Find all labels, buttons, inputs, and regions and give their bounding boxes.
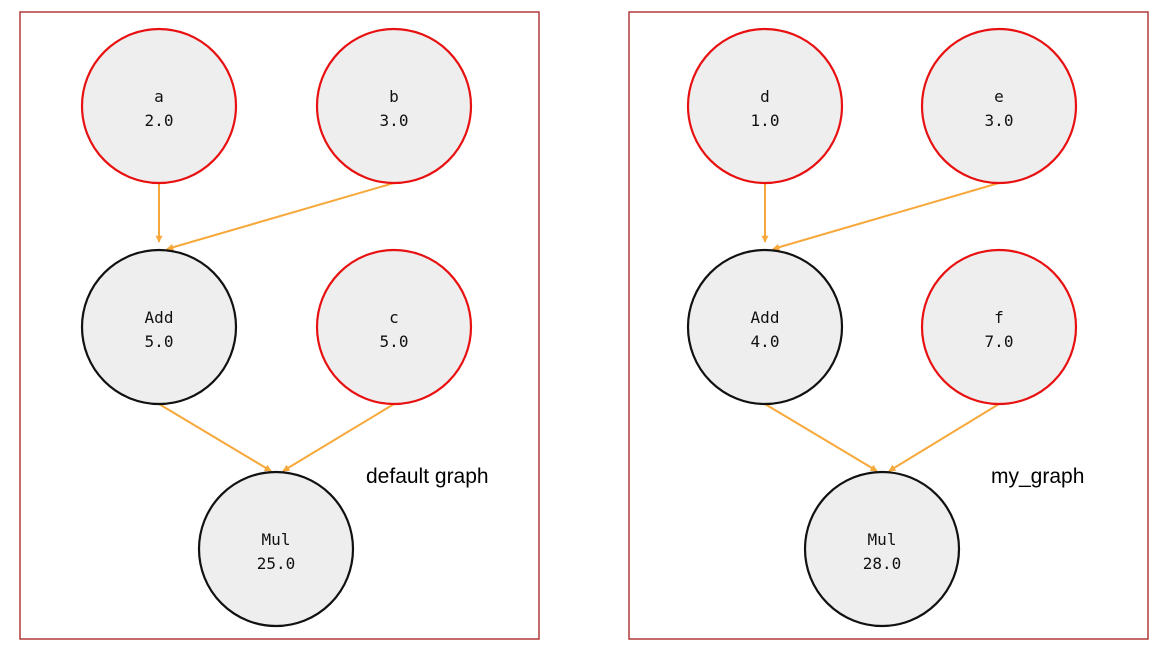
graph-node-add[interactable]: Add 5.0 [80, 248, 238, 406]
graph-node-d[interactable]: d 1.0 [686, 27, 844, 185]
graph-node-mul[interactable]: Mul 25.0 [197, 470, 355, 628]
node-value: 4.0 [751, 332, 780, 351]
node-value: 3.0 [985, 111, 1014, 130]
node-value: 25.0 [257, 554, 296, 573]
graph-node-a[interactable]: a 2.0 [80, 27, 238, 185]
edge-f-to-mul [888, 403, 1000, 472]
node-name: d [760, 87, 770, 106]
node-value: 28.0 [863, 554, 902, 573]
graph-node-e[interactable]: e 3.0 [920, 27, 1078, 185]
node-value: 3.0 [380, 111, 409, 130]
node-name: Add [145, 308, 174, 327]
node-name: c [389, 308, 399, 327]
node-name: f [994, 308, 1004, 327]
node-name: a [154, 87, 164, 106]
graph-node-f[interactable]: f 7.0 [920, 248, 1078, 406]
graph-node-mul[interactable]: Mul 28.0 [803, 470, 961, 628]
node-name: Add [751, 308, 780, 327]
node-name: b [389, 87, 399, 106]
node-value: 5.0 [380, 332, 409, 351]
edge-add-to-mul [764, 403, 878, 472]
edge-b-to-add [166, 182, 395, 251]
node-name: e [994, 87, 1004, 106]
node-name: Mul [868, 530, 897, 549]
edge-e-to-add [772, 182, 1000, 251]
node-value: 1.0 [751, 111, 780, 130]
node-value: 5.0 [145, 332, 174, 351]
node-value: 2.0 [145, 111, 174, 130]
graph-panel-my-graph: d 1.0 e 3.0 Add 4.0 f 7.0 Mul 28.0 my_gr… [628, 11, 1149, 640]
graph-panel-default: a 2.0 b 3.0 Add 5.0 c 5.0 Mul 25.0 defau… [19, 11, 540, 640]
graph-label: my_graph [991, 465, 1084, 488]
graph-label: default graph [366, 465, 489, 488]
node-value: 7.0 [985, 332, 1014, 351]
edge-add-to-mul [158, 403, 272, 472]
edge-c-to-mul [282, 403, 395, 472]
node-name: Mul [262, 530, 291, 549]
graph-node-add[interactable]: Add 4.0 [686, 248, 844, 406]
graph-node-c[interactable]: c 5.0 [315, 248, 473, 406]
graph-node-b[interactable]: b 3.0 [315, 27, 473, 185]
